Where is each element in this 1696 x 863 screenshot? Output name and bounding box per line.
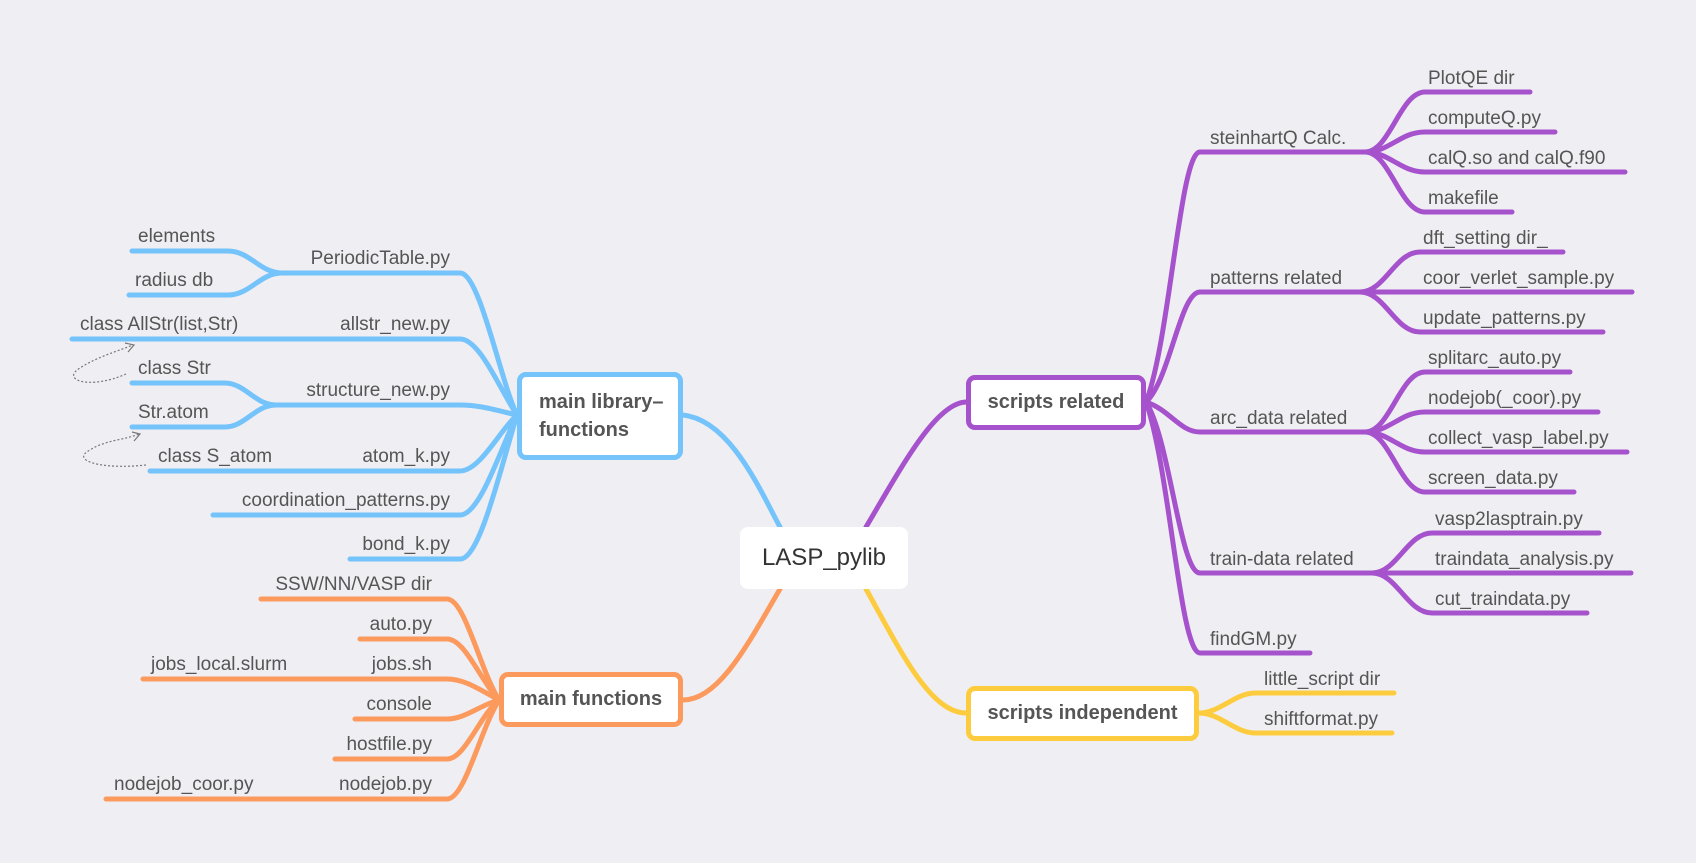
label-class-s-atom: class S_atom xyxy=(158,446,272,467)
edge-mf-nodejob xyxy=(103,697,502,802)
label-radius-db: radius db xyxy=(135,270,213,291)
relation-arrow-satom-stratom xyxy=(83,433,147,467)
edge-lib-structure xyxy=(273,402,520,418)
label-class-str: class Str xyxy=(138,358,212,379)
label-ssw-dir: SSW/NN/VASP dir xyxy=(275,574,432,595)
label-steinhart: steinhartQ Calc. xyxy=(1210,128,1346,149)
label-class-allstr: class AllStr(list,Str) xyxy=(80,314,238,335)
label-coordination: coordination_patterns.py xyxy=(242,490,451,511)
edge-sr-arc xyxy=(1143,399,1368,435)
edge-mf-hostfile xyxy=(332,697,502,762)
edge-lib-allstr xyxy=(69,336,520,418)
edge-lib-bond xyxy=(347,412,520,562)
edge-root-independent xyxy=(863,586,969,716)
label-periodictable: PeriodicTable.py xyxy=(311,248,451,269)
label-cut-traindata: cut_traindata.py xyxy=(1435,589,1571,610)
edge-arc-screen xyxy=(1362,429,1577,495)
arrowhead-icon xyxy=(124,342,136,353)
edge-sr-findgm xyxy=(1143,399,1313,656)
edge-st-makefile xyxy=(1362,149,1515,215)
label-atom-k: atom_k.py xyxy=(362,446,450,467)
label-nodejob-coor-py: nodejob(_coor).py xyxy=(1428,388,1582,409)
label-nodejob-coor: nodejob_coor.py xyxy=(114,774,254,795)
label-coor-verlet: coor_verlet_sample.py xyxy=(1423,268,1615,289)
label-calq: calQ.so and calQ.f90 xyxy=(1428,148,1605,169)
label-screen-data: screen_data.py xyxy=(1428,468,1558,489)
label-splitarc: splitarc_auto.py xyxy=(1428,348,1562,369)
edge-mf-jobs xyxy=(140,676,502,703)
arrowhead-icon xyxy=(131,431,142,442)
node-main-functions[interactable]: main functions xyxy=(499,672,683,727)
label-allstr: allstr_new.py xyxy=(340,314,450,335)
label-nodejob: nodejob.py xyxy=(339,774,432,795)
label-console: console xyxy=(367,694,433,715)
edge-sr-steinhart xyxy=(1143,149,1368,405)
label-little-script: little_script dir xyxy=(1264,669,1381,690)
edge-pt-update xyxy=(1357,289,1606,335)
label-plotqe: PlotQE dir xyxy=(1428,68,1515,89)
edge-root-scripts xyxy=(863,399,969,530)
label-update-patterns: update_patterns.py xyxy=(1423,308,1586,329)
label-traindata-analysis: traindata_analysis.py xyxy=(1435,549,1614,570)
label-auto: auto.py xyxy=(370,614,433,635)
node-scripts-related[interactable]: scripts related xyxy=(966,375,1146,430)
edge-root-library xyxy=(680,412,783,530)
edge-mf-dir xyxy=(258,596,502,703)
relation-arrow-str-allstr xyxy=(73,344,134,383)
label-jobs-local: jobs_local.slurm xyxy=(150,654,287,675)
label-computeq: computeQ.py xyxy=(1428,108,1541,129)
label-arc-data: arc_data related xyxy=(1210,408,1347,429)
edge-lib-atom xyxy=(147,412,520,474)
root-node[interactable]: LASP_pylib xyxy=(740,527,908,589)
label-patterns: patterns related xyxy=(1210,268,1342,289)
label-vasp2lasptrain: vasp2lasptrain.py xyxy=(1435,509,1583,530)
edge-mf-console xyxy=(352,697,502,722)
label-elements: elements xyxy=(138,226,215,247)
node-main-library[interactable]: main library– functions xyxy=(517,372,683,460)
label-hostfile: hostfile.py xyxy=(346,734,432,755)
label-shiftformat: shiftformat.py xyxy=(1264,709,1379,730)
edge-root-functions xyxy=(680,586,783,703)
label-makefile: makefile xyxy=(1428,188,1499,209)
edge-structure-atom xyxy=(129,402,279,430)
edge-tr-cut xyxy=(1369,570,1590,616)
edge-sr-patterns xyxy=(1143,289,1363,405)
label-train-data: train-data related xyxy=(1210,549,1354,570)
label-dft-setting: dft_setting dir_ xyxy=(1423,228,1548,249)
label-collect-vasp: collect_vasp_label.py xyxy=(1428,428,1609,449)
label-bond-k: bond_k.py xyxy=(362,534,450,555)
edge-lib-periodic xyxy=(279,270,520,418)
edge-si-shift xyxy=(1196,710,1395,736)
edge-mf-auto xyxy=(357,636,502,703)
label-jobs-sh: jobs.sh xyxy=(371,654,432,675)
label-structure: structure_new.py xyxy=(306,380,450,401)
node-scripts-independent[interactable]: scripts independent xyxy=(966,686,1199,741)
label-findgm: findGM.py xyxy=(1210,629,1297,650)
edge-periodic-radius xyxy=(126,270,285,298)
label-str-atom: Str.atom xyxy=(138,402,209,423)
edge-sr-train xyxy=(1143,399,1375,576)
